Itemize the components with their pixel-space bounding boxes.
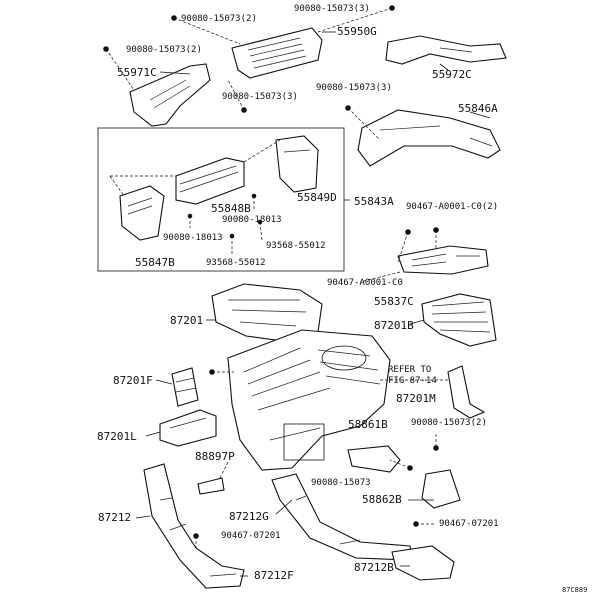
label-55847b: 55847B — [135, 256, 175, 269]
label-58861b: 58861B — [348, 418, 388, 431]
part-55971c — [129, 63, 211, 127]
part-labels: 90080-15073(2) 90080-15073(3) 55950G 900… — [97, 4, 587, 594]
part-55972c — [385, 35, 507, 65]
label-90080-18013-b: 90080-18013 — [163, 233, 223, 243]
label-90080-15073-2-top: 90080-15073(2) — [181, 14, 257, 24]
label-90467-a0001-c0: 90467-A0001-C0 — [327, 278, 403, 288]
leader-lines — [105, 7, 491, 577]
label-58862b: 58862B — [362, 493, 402, 506]
detail-box — [97, 127, 345, 272]
label-90080-15073-low: 90080-15073 — [311, 478, 371, 488]
part-55950g — [231, 27, 323, 79]
label-87212f: 87212F — [254, 569, 294, 582]
label-55837c: 55837C — [374, 295, 414, 308]
label-90467-07201-mid: 90467-07201 — [221, 531, 281, 541]
label-93568-55012-a: 93568-55012 — [266, 241, 326, 251]
label-87212b: 87212B — [354, 561, 394, 574]
part-58862b — [421, 469, 461, 509]
label-55972c: 55972C — [432, 68, 472, 81]
part-55846a — [357, 109, 501, 167]
label-87212: 87212 — [98, 511, 131, 524]
label-90080-18013-a: 90080-18013 — [222, 215, 282, 225]
label-87212g: 87212G — [229, 510, 269, 523]
label-87201l: 87201L — [97, 430, 137, 443]
part-87212b — [391, 545, 455, 581]
part-88897p — [197, 477, 225, 495]
label-90080-15073-3-right: 90080-15073(3) — [316, 83, 392, 93]
label-88897p: 88897P — [195, 450, 235, 463]
part-87201b — [421, 293, 497, 347]
label-55950g: 55950G — [337, 25, 377, 38]
label-90080-15073-2-left: 90080-15073(2) — [126, 45, 202, 55]
part-87201f — [171, 367, 199, 407]
part-87201 — [211, 283, 323, 343]
label-90080-15073-3-top: 90080-15073(3) — [294, 4, 370, 14]
label-55843a: 55843A — [354, 195, 394, 208]
label-55971c: 55971C — [117, 66, 157, 79]
label-87201: 87201 — [170, 314, 203, 327]
label-55848b: 55848B — [211, 202, 251, 215]
label-refer-to: REFER TO — [388, 365, 431, 375]
label-90467-07201-right: 90467-07201 — [439, 519, 499, 529]
label-93568-55012-b: 93568-55012 — [206, 258, 266, 268]
label-refer-fig: FIG 87-14 — [388, 376, 437, 386]
diagram-reference-code: 87C889 — [562, 586, 587, 594]
label-90080-15073-2-right: 90080-15073(2) — [411, 418, 487, 428]
label-87201f: 87201F — [113, 374, 153, 387]
part-58861b — [347, 445, 401, 473]
part-87212 — [143, 463, 245, 589]
label-87201b: 87201B — [374, 319, 414, 332]
part-87201l — [159, 409, 217, 447]
label-87201m: 87201M — [396, 392, 436, 405]
label-55849d: 55849D — [297, 191, 337, 204]
part-55849d — [275, 135, 319, 193]
part-main-unit — [227, 329, 391, 471]
label-90467-a0001-c0-2: 90467-A0001-C0(2) — [406, 202, 498, 212]
part-55848b — [175, 157, 245, 205]
label-90080-15073-3-mid: 90080-15073(3) — [222, 92, 298, 102]
part-55837c — [397, 245, 489, 275]
part-87201m — [447, 365, 486, 419]
part-55847b — [119, 185, 165, 241]
label-55846a: 55846A — [458, 102, 498, 115]
